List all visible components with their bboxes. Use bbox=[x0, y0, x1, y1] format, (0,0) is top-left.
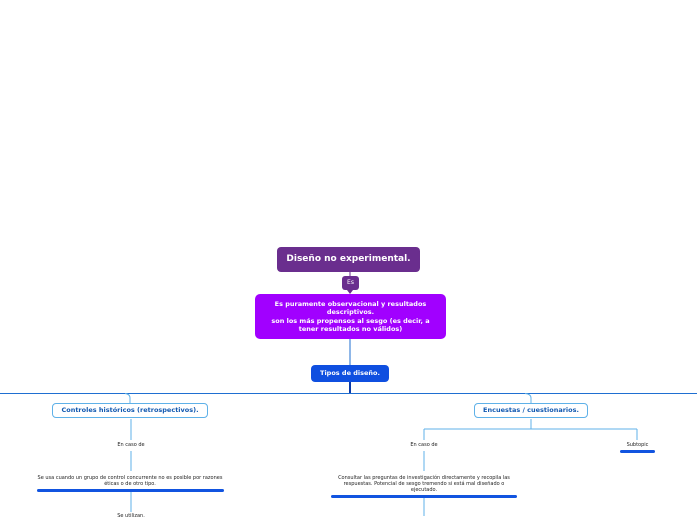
surveys-detail[interactable]: Consultar las preguntas de investigación… bbox=[338, 475, 510, 493]
detail-underline-left bbox=[37, 489, 224, 492]
central-topic[interactable]: Diseño no experimental. bbox=[277, 247, 420, 272]
surveys-topic[interactable]: Encuestas / cuestionarios. bbox=[474, 403, 588, 418]
relation-label[interactable]: Es bbox=[342, 276, 359, 290]
historical-controls-topic[interactable]: Controles históricos (retrospectivos). bbox=[52, 403, 208, 418]
description-line-2: son los más propensos al sesgo (es decir… bbox=[271, 316, 430, 334]
historical-controls-detail[interactable]: Se usa cuando un grupo de control concur… bbox=[37, 475, 223, 487]
types-topic[interactable]: Tipos de diseño. bbox=[311, 365, 389, 382]
subtopic-underline bbox=[620, 450, 655, 453]
usage-label[interactable]: Se utilizan. bbox=[117, 513, 145, 519]
description-topic[interactable]: Es puramente observacional y resultados … bbox=[255, 294, 446, 339]
subtopic[interactable]: Subtopic bbox=[626, 442, 649, 448]
case-label-right[interactable]: En caso de bbox=[410, 442, 438, 448]
case-label-left[interactable]: En caso de bbox=[117, 442, 145, 448]
description-line-1: Es puramente observacional y resultados … bbox=[274, 299, 427, 317]
detail-underline-right bbox=[331, 495, 517, 498]
